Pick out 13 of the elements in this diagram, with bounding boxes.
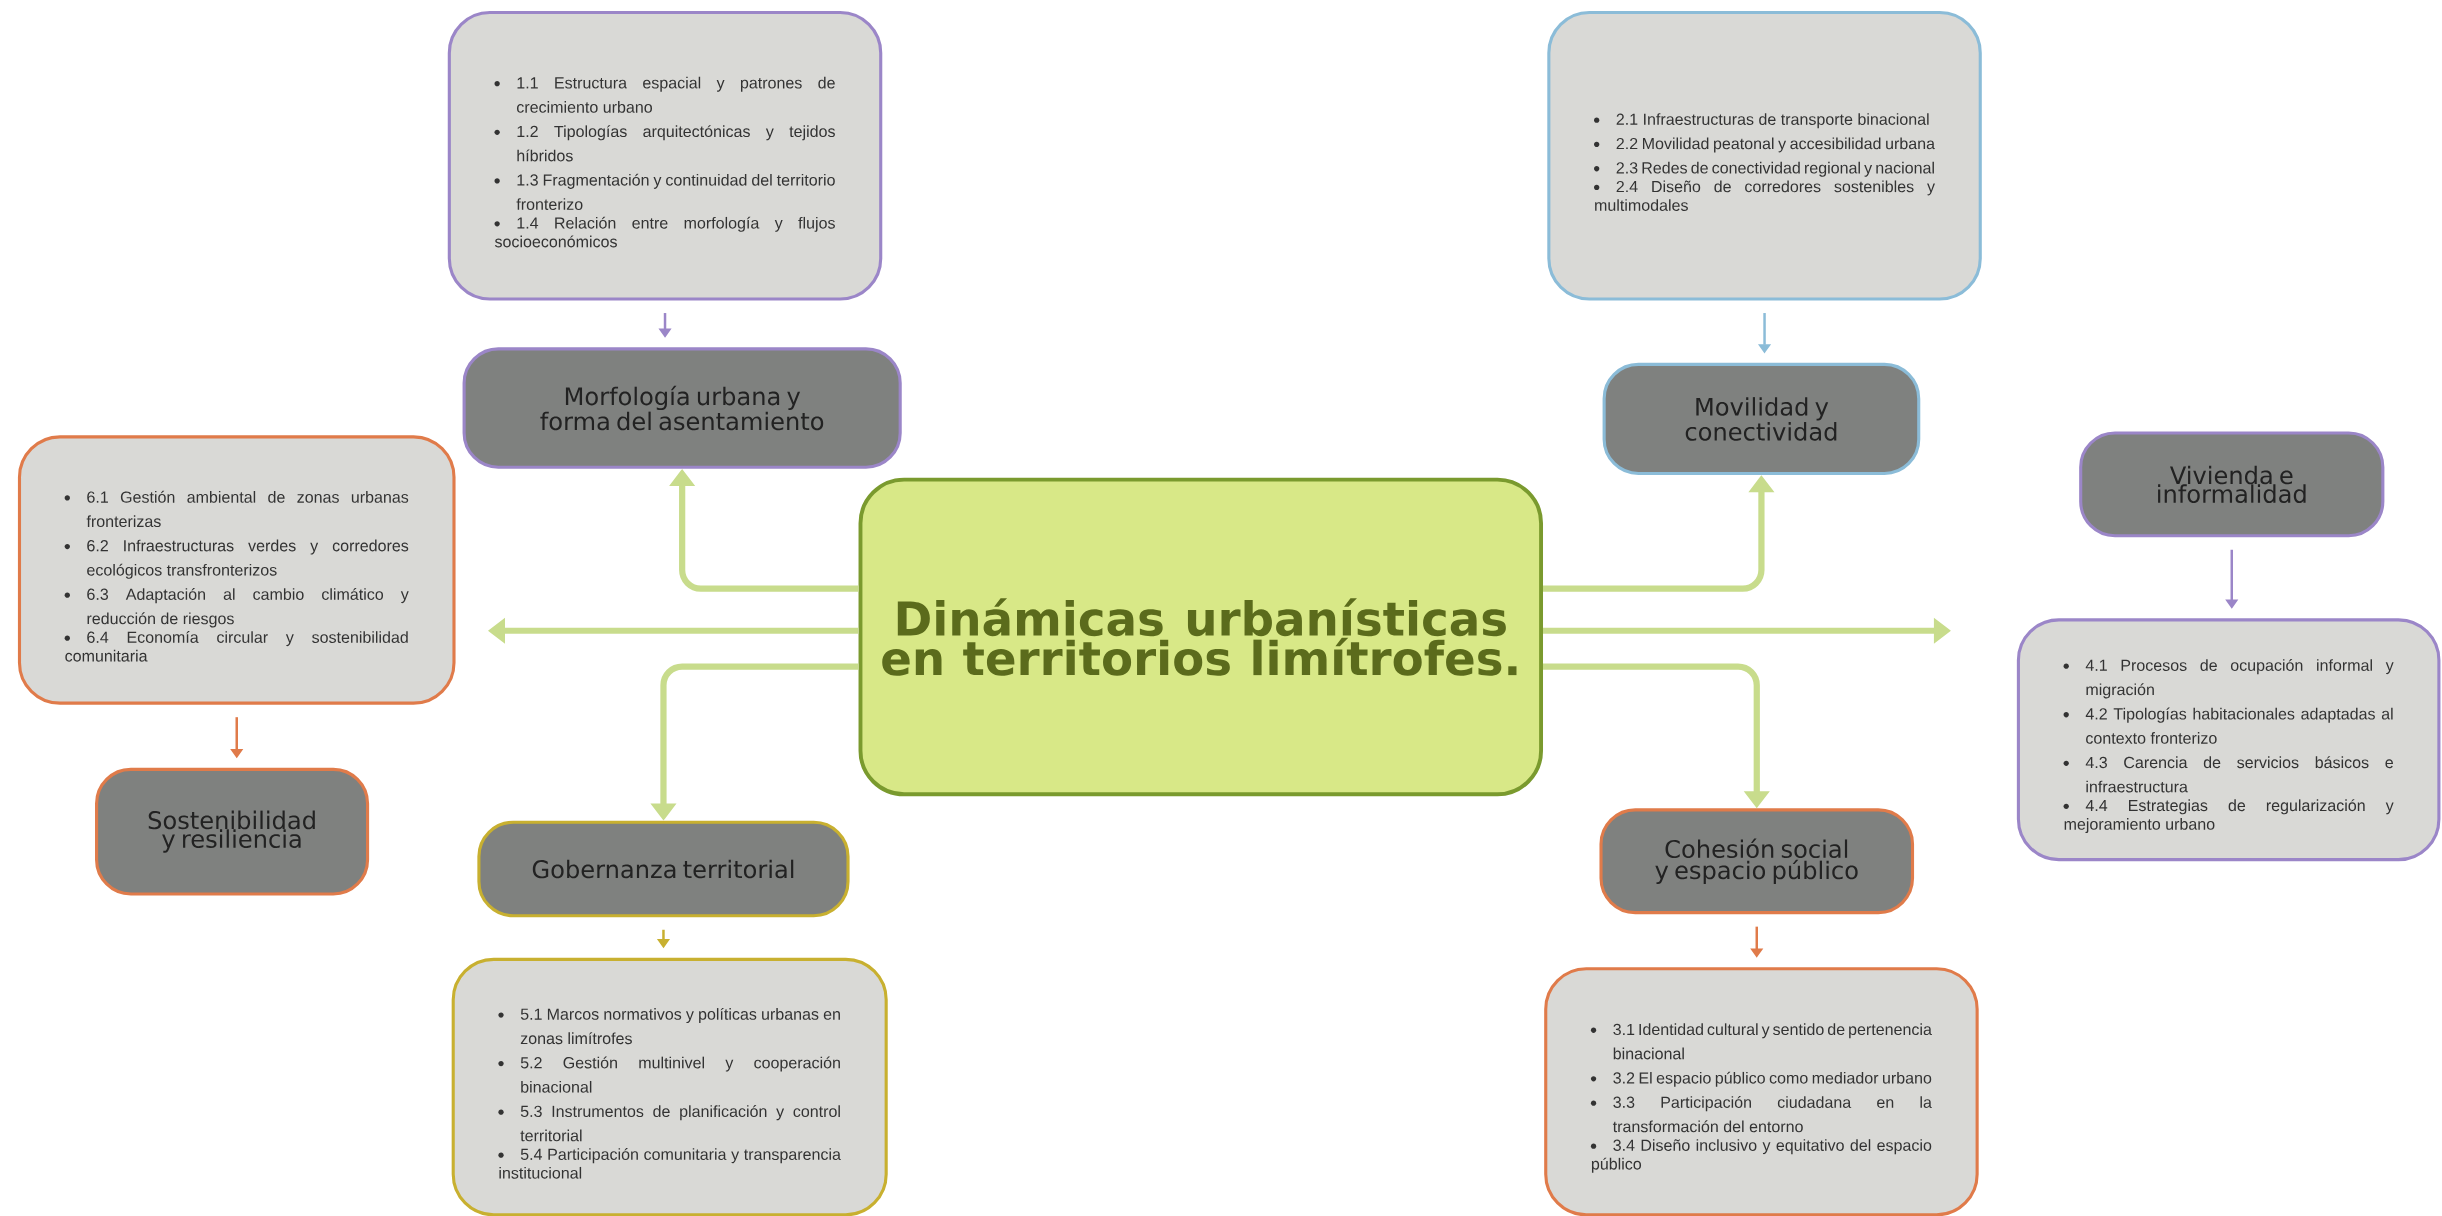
topic-box: Morfología urbana y forma del asentamiento xyxy=(462,347,902,469)
topic-box: Vivienda e informalidad xyxy=(2079,431,2385,538)
central-topic-box: Dinámicas urbanísticas en territorios limítrofes. xyxy=(858,477,1543,797)
subtopic-list-box: 5.1 Marcos normativos y políticas urbanas en zonas limítrofes 5.2 Gestión multinivel y cooperación binacional 5.3 Instrumentos de planificación y control territorial 5.4 Participación comunitaria y transparencia institucional xyxy=(451,957,888,1216)
subtopic-list-box: 3.1 Identidad cultural y sentido de pertenencia binacional 3.2 El espacio público como mediador urbano 3.3 Participación ciudadana en la transformación del entorno 3.4 Diseño inclusivo y equitativo del espacio público xyxy=(1544,967,1979,1216)
subtopic-list-box: 1.1 Estructura espacial y patrones de crecimiento urbano 1.2 Tipologías arquitectónicas y tejidos híbridos 1.3 Fragmentación y continuidad del territorio fronterizo 1.4 Relación entre morfología y flujos socioeconómicos xyxy=(447,10,883,301)
subtopic-list-box: 6.1 Gestión ambiental de zonas urbanas fronterizas 6.2 Infraestructuras verdes y corredores ecológicos transfronterizos 6.3 Adaptación al cambio climático y reducción de riesgos 6.4 Economía circular y sostenibilidad comunitaria xyxy=(17,435,456,705)
topic-box: Cohesión social y espacio público xyxy=(1599,808,1915,915)
topic-box: Movilidad y conectividad xyxy=(1602,362,1921,475)
topic-box: Gobernanza territorial xyxy=(477,820,850,918)
subtopic-list-box: 2.1 Infraestructuras de transporte binacional 2.2 Movilidad peatonal y accesibilidad urbana 2.3 Redes de conectividad regional y nacional 2.4 Diseño de corredores sostenibles y multimodales xyxy=(1547,10,1982,301)
subtopic-list-box: 4.1 Procesos de ocupación informal y migración 4.2 Tipologías habitacionales adaptadas al contexto fronterizo 4.3 Carencia de servicios básicos e infraestructura 4.4 Estrategias de regularización y mejoramiento urbano xyxy=(2016,618,2441,862)
topic-box: Sostenibilidad y resiliencia xyxy=(95,767,370,896)
